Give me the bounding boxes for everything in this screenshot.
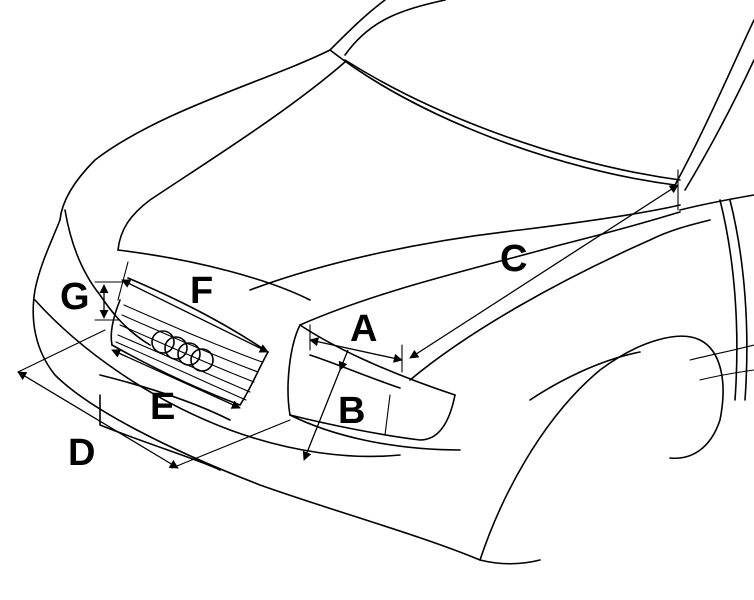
label-c: C	[500, 238, 528, 280]
wheel-arch	[479, 335, 724, 561]
dimension-lines	[17, 169, 679, 469]
label-d: D	[68, 432, 96, 474]
label-e: E	[150, 386, 176, 428]
label-g: G	[60, 276, 90, 318]
front-body	[32, 209, 541, 565]
side-body	[679, 194, 754, 401]
label-b: B	[338, 390, 366, 432]
label-a: A	[350, 308, 378, 350]
label-f: F	[190, 270, 214, 312]
windshield	[329, 0, 754, 191]
